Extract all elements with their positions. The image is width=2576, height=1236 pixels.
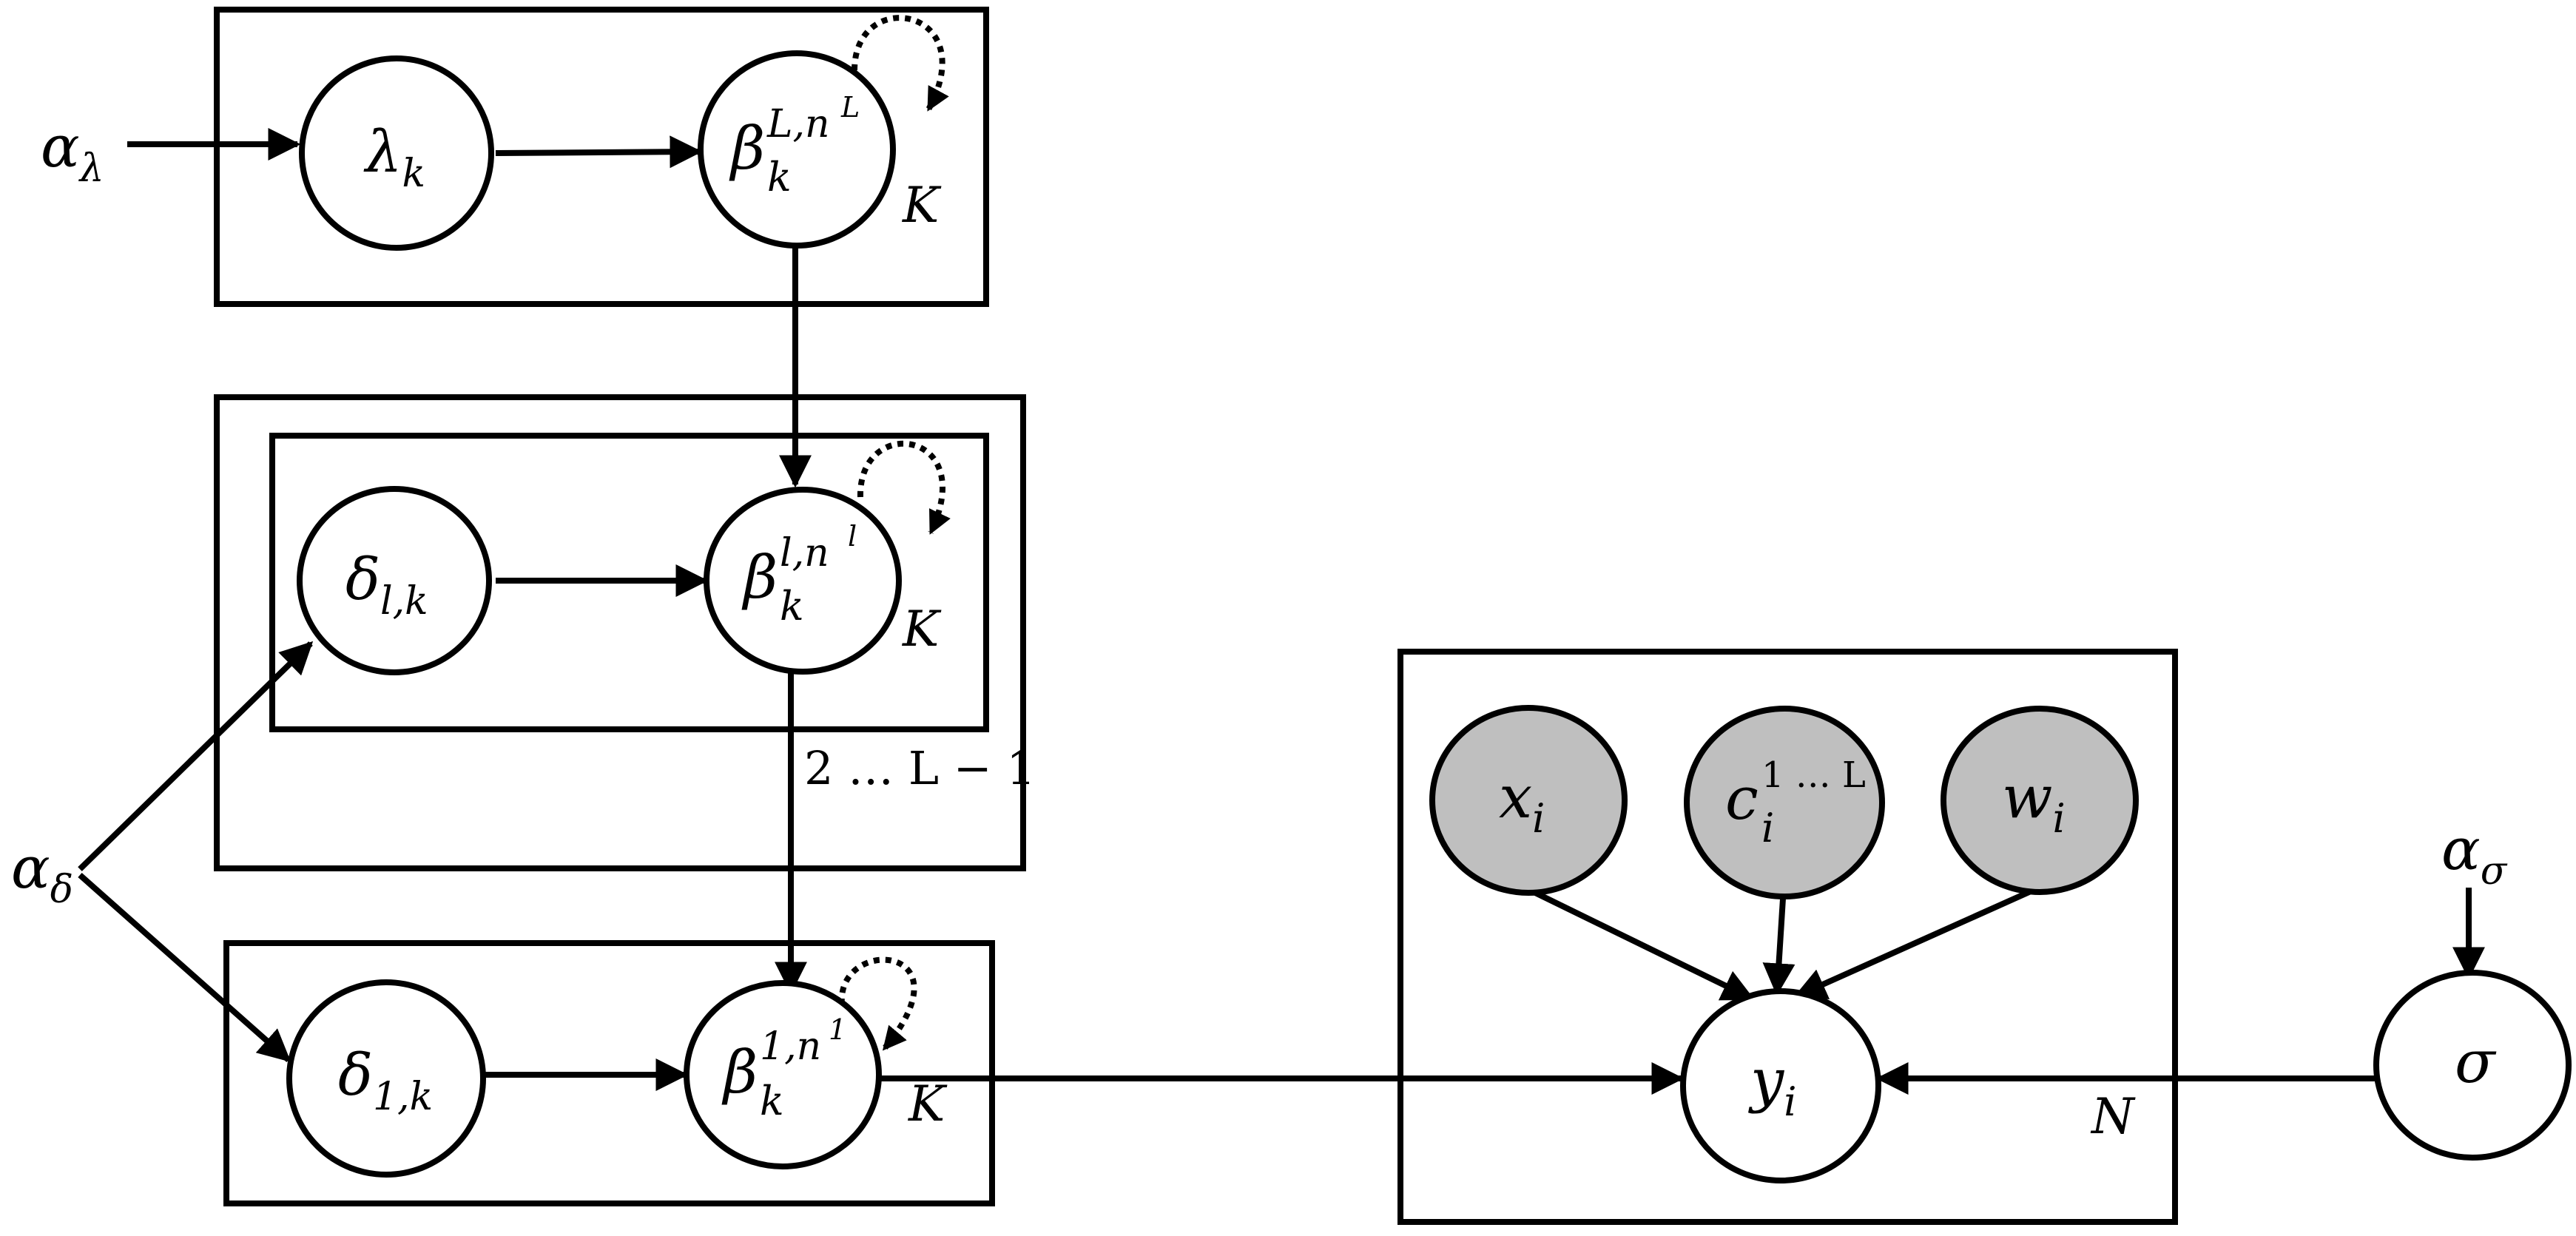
svg-text:β: β (721, 1038, 758, 1107)
plate-middle-outer-label: 2 … L − 1 (804, 741, 1036, 795)
node-y (1680, 988, 1881, 1183)
svg-text:k: k (760, 1078, 784, 1124)
label-beta-1: β k 1,n 1 (721, 1013, 846, 1124)
label-beta-l: β k l,n l (741, 520, 857, 629)
svg-text:L,n: L,n (766, 102, 830, 146)
node-delta-l (297, 486, 492, 675)
svg-text:l,n: l,n (780, 531, 829, 575)
svg-text:k: k (767, 154, 792, 200)
svg-text:i: i (1761, 805, 1774, 851)
plate-bottom-label: K (908, 1075, 948, 1132)
svg-text:l: l (848, 520, 857, 553)
svg-text:β: β (741, 543, 778, 612)
plate-middle-inner (269, 433, 989, 732)
plate-top (214, 7, 989, 307)
edge-alpha-delta-to-delta-l (78, 641, 314, 871)
plate-middle-outer (214, 394, 1026, 871)
label-x-i: xi (1499, 763, 1545, 842)
plate-top-label: K (902, 177, 942, 234)
edge-lambda-to-beta-L (495, 135, 703, 169)
label-w-i: wi (2002, 763, 2066, 842)
plate-observation (1397, 649, 2178, 1225)
edge-x-to-y (1526, 886, 1755, 1002)
self-loop-beta-L (852, 15, 949, 112)
svg-text:c: c (1725, 764, 1759, 833)
svg-text:1,n: 1,n (760, 1024, 821, 1069)
edge-alpha-delta-to-delta-1 (78, 873, 291, 1062)
label-alpha-delta: αδ (11, 835, 73, 912)
plate-observation-label: N (2090, 1088, 2136, 1145)
node-x-observed (1429, 705, 1628, 896)
label-c-i: c i 1 … L (1725, 754, 1866, 851)
node-lambda (299, 55, 494, 251)
svg-text:1: 1 (829, 1013, 846, 1046)
label-lambda-k: λk (363, 119, 425, 196)
label-delta-lk: δl,k (345, 547, 428, 624)
label-alpha-sigma: ασ (2441, 817, 2508, 894)
node-delta-1 (286, 979, 486, 1178)
svg-text:1 … L: 1 … L (1761, 754, 1866, 796)
plate-bottom (223, 940, 995, 1206)
edge-w-to-y (1793, 888, 2032, 999)
edge-c-to-y (1762, 898, 1796, 996)
svg-text:k: k (780, 583, 804, 629)
label-delta-1k: δ1,k (338, 1042, 433, 1119)
node-beta-L (698, 50, 896, 249)
node-w-observed (1941, 706, 2139, 895)
label-sigma: σ (2455, 1027, 2497, 1096)
label-beta-L: β k L,n L (729, 91, 860, 200)
node-c-observed (1684, 706, 1885, 899)
node-sigma (2373, 970, 2572, 1161)
self-loop-beta-1 (838, 956, 917, 1051)
label-y-i: yi (1748, 1046, 1796, 1125)
self-loop-beta-l (857, 440, 951, 535)
node-beta-1 (684, 980, 882, 1169)
svg-text:β: β (729, 114, 765, 183)
node-beta-l (704, 487, 902, 675)
label-alpha-lambda: αλ (41, 114, 104, 191)
plate-middle-inner-label: K (902, 601, 942, 658)
svg-text:L: L (840, 91, 860, 124)
